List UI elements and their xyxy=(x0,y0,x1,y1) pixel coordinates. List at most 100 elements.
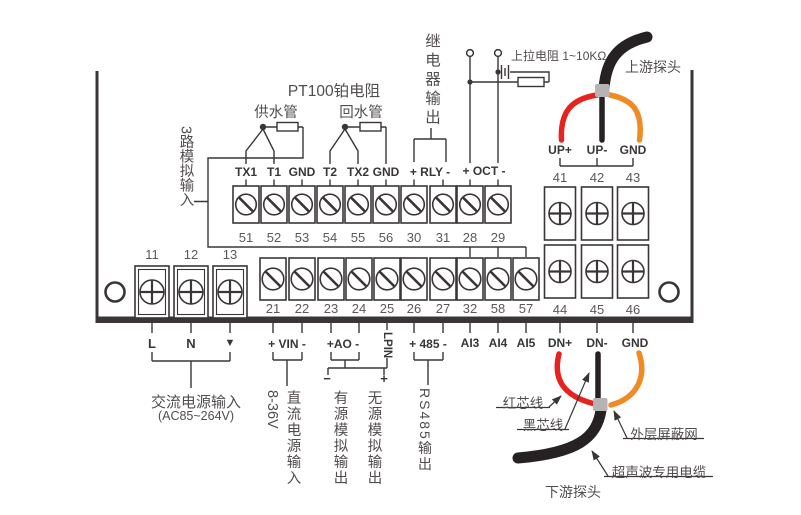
terminal-number-31: 31 xyxy=(435,230,451,245)
vin-bracket xyxy=(272,352,303,386)
earth-symbol: ▼ xyxy=(224,337,236,349)
supply-sensor-node xyxy=(259,123,267,131)
return-sensor-resistor xyxy=(359,121,382,132)
downstream-red-wire xyxy=(554,351,598,407)
upstream-cable-sleeve xyxy=(595,84,610,97)
ac-bracket xyxy=(151,352,231,388)
rs485-terminal-label: + 485 - xyxy=(409,337,447,351)
terminal-number-21: 21 xyxy=(265,301,281,316)
terminal-number-32: 32 xyxy=(462,301,478,316)
upstream-terminal-bracket xyxy=(559,158,634,167)
passive-analog-out-label: 无源模拟输出 xyxy=(365,390,382,486)
downstream-probe-label: 下游探头 xyxy=(545,484,601,500)
dn-gnd-label: GND xyxy=(621,336,649,350)
pullup-wires xyxy=(469,56,550,163)
screw-slot-25 xyxy=(378,270,396,288)
screw-slot-21 xyxy=(264,270,282,288)
terminal-number-22: 22 xyxy=(294,301,310,316)
red-core-label: 红芯线 xyxy=(502,396,544,411)
return-sensor-node xyxy=(341,123,349,131)
terminal-inner-13 xyxy=(215,268,245,316)
pullup-terminal-1 xyxy=(465,48,475,58)
return-pipe-label: 回水管 xyxy=(339,105,383,121)
terminal-number-42: 42 xyxy=(589,170,605,185)
dn-plus-label: DN+ xyxy=(547,336,573,350)
rs485-bracket xyxy=(413,352,444,385)
terminal-label-TX2-55: TX2 xyxy=(346,165,370,179)
screw-slot-24 xyxy=(350,270,368,288)
pt100-title: PT100铂电阻 xyxy=(287,83,381,100)
screw-slot-57 xyxy=(517,270,535,288)
up-plus-label: UP+ xyxy=(548,143,572,157)
terminal-number-53: 53 xyxy=(294,230,310,245)
screw-slot-53 xyxy=(293,196,311,213)
passive-plus-sign: + xyxy=(380,371,388,386)
ao-bracket xyxy=(327,352,388,375)
shield-label: 外层屏蔽网 xyxy=(630,427,698,442)
pullup-junction-2 xyxy=(495,69,501,75)
terminal-number-28: 28 xyxy=(462,230,478,245)
pullup-resistor-label: 上拉电阻 1~10KΩ xyxy=(511,49,607,63)
screw-slot-26 xyxy=(405,270,423,288)
terminal-label-GND-53: GND xyxy=(288,165,316,179)
terminal-number-25: 25 xyxy=(379,301,395,316)
downstream-cable xyxy=(512,404,607,464)
screw-slot-55 xyxy=(349,196,367,213)
terminal-number-51: 51 xyxy=(238,230,254,245)
live-label: L xyxy=(148,336,156,351)
terminal-number-29: 29 xyxy=(490,230,506,245)
downstream-cable-sleeve xyxy=(593,398,608,411)
screw-slot-58 xyxy=(489,270,507,288)
rs485-out-label: RS485输出 xyxy=(417,388,433,473)
screw-slot-30 xyxy=(405,196,423,213)
under-bar-ticks xyxy=(151,323,634,333)
active-analog-out-label: 有源模拟输出 xyxy=(331,390,348,486)
cable-arrow xyxy=(591,450,609,477)
terminal-number-30: 30 xyxy=(406,230,422,245)
screw-slot-31 xyxy=(434,196,452,213)
terminal-blocks xyxy=(134,179,650,319)
dc-voltage-label: 8-36V xyxy=(264,390,280,429)
black-core-arrow xyxy=(564,372,590,430)
annotation-underlines xyxy=(496,406,713,478)
terminal-number-44: 44 xyxy=(552,302,568,317)
terminal-number-46: 46 xyxy=(625,302,641,317)
terminal-number-26: 26 xyxy=(406,301,422,316)
terminal-number-13: 13 xyxy=(222,247,238,262)
pullup-junction-1 xyxy=(467,79,473,85)
screw-slot-23 xyxy=(322,270,340,288)
terminal-number-41: 41 xyxy=(552,170,568,185)
terminal-number-43: 43 xyxy=(625,170,641,185)
supply-sensor-resistor xyxy=(276,121,299,132)
screw-slot-52 xyxy=(265,196,283,213)
screw-slot-22 xyxy=(293,270,311,288)
downstream-orange-wire xyxy=(608,350,645,408)
terminal-number-56: 56 xyxy=(378,230,394,245)
pullup-resistor xyxy=(517,76,545,88)
cable-label: 超声波专用电缆 xyxy=(611,465,707,480)
oct-terminal-label: + OCT - xyxy=(462,164,506,178)
return-sensor-wires xyxy=(329,126,387,164)
up-gnd-label: GND xyxy=(619,143,647,157)
screw-slot-29 xyxy=(489,196,507,213)
dn-minus-label: DN- xyxy=(586,336,608,350)
screw-slot-56 xyxy=(377,196,395,213)
terminal-number-57: 57 xyxy=(518,301,534,316)
terminal-number-27: 27 xyxy=(435,301,451,316)
lpin-label: LPIN xyxy=(381,332,393,359)
ai4-label: AI4 xyxy=(488,336,508,350)
terminal-label-T1-52: T1 xyxy=(266,165,282,179)
terminal-number-54: 54 xyxy=(322,230,338,245)
screw-slot-28 xyxy=(461,196,479,213)
neutral-label: N xyxy=(186,336,196,351)
up-minus-label: UP- xyxy=(586,143,608,157)
relay-output-label: 继电器输出 xyxy=(423,33,440,128)
upstream-cable xyxy=(598,31,653,95)
terminal-number-11: 11 xyxy=(145,247,159,262)
terminal-number-23: 23 xyxy=(323,301,339,316)
dc-input-label: 直流电源输入 xyxy=(284,390,301,486)
analog-input-label: 3路模拟输入 xyxy=(177,126,194,207)
rly-terminal-label: + RLY - xyxy=(409,165,451,179)
terminal-label-T2-54: T2 xyxy=(322,165,338,179)
ac-input-label: 交流电源输入 xyxy=(150,394,242,411)
